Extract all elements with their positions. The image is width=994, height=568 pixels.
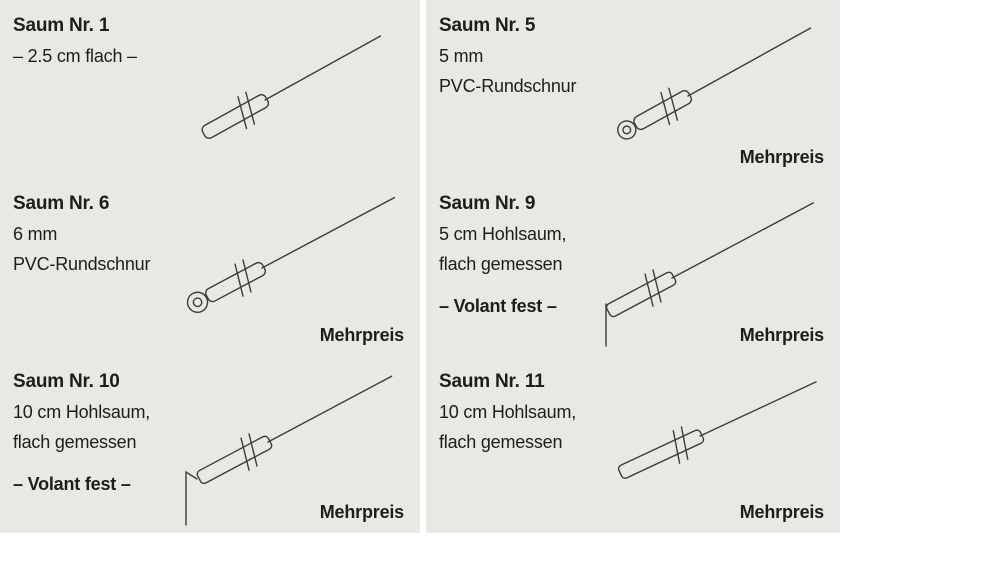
- drawing-hollow-hem: [617, 381, 817, 479]
- mehrpreis-label: Mehrpreis: [739, 502, 824, 522]
- saum-description-line: PVC-Rundschnur: [439, 76, 577, 96]
- mehrpreis-label: Mehrpreis: [319, 325, 404, 345]
- saum-title: Saum Nr. 1: [13, 15, 110, 36]
- mehrpreis-label: Mehrpreis: [319, 502, 404, 522]
- saum-description-line: flach gemessen: [439, 432, 563, 452]
- drawing-hollow-hem-volant: [185, 375, 393, 526]
- saum-description-line: 10 cm Hohlsaum,: [439, 402, 577, 422]
- saum-description-line: flach gemessen: [439, 254, 563, 274]
- saum-description-line: flach gemessen: [13, 432, 137, 452]
- saum-text-block: Saum Nr. 11 10 cm Hohlsaum, flach gemess…: [439, 367, 576, 457]
- mehrpreis-label: Mehrpreis: [739, 325, 824, 345]
- saum-description-line: PVC-Rundschnur: [13, 254, 151, 274]
- drawing-cord-hem: [186, 196, 396, 313]
- saum-description-line: 5 mm: [439, 46, 484, 66]
- saum-text-block: Saum Nr. 1 – 2.5 cm flach –: [13, 11, 137, 71]
- saum-option-11: Saum Nr. 11 10 cm Hohlsaum, flach gemess…: [426, 356, 840, 533]
- volant-fest-label: – Volant fest –: [439, 296, 557, 316]
- saum-text-block: Saum Nr. 10 10 cm Hohlsaum, flach gemess…: [13, 367, 150, 499]
- saum-title: Saum Nr. 10: [13, 371, 120, 392]
- saum-option-9: Saum Nr. 9 5 cm Hohlsaum, flach gemessen…: [426, 178, 840, 356]
- saum-description-line: – 2.5 cm flach –: [13, 46, 137, 66]
- saum-title: Saum Nr. 6: [13, 193, 110, 214]
- volant-fest-label: – Volant fest –: [13, 474, 131, 494]
- saum-description-line: 5 cm Hohlsaum,: [439, 224, 567, 244]
- drawing-cord-hem: [617, 27, 812, 140]
- saum-title: Saum Nr. 9: [439, 193, 536, 214]
- saum-description-line: 10 cm Hohlsaum,: [13, 402, 151, 422]
- saum-text-block: Saum Nr. 5 5 mm PVC-Rundschnur: [439, 11, 576, 101]
- saum-option-10: Saum Nr. 10 10 cm Hohlsaum, flach gemess…: [0, 356, 420, 533]
- mehrpreis-label: Mehrpreis: [739, 147, 824, 167]
- saum-text-block: Saum Nr. 9 5 cm Hohlsaum, flach gemessen…: [439, 189, 566, 321]
- saum-option-5: Saum Nr. 5 5 mm PVC-Rundschnur Mehrpreis: [426, 0, 840, 178]
- saum-title: Saum Nr. 5: [439, 15, 536, 36]
- drawing-hollow-hem-volant: [605, 202, 814, 347]
- saum-description-line: 6 mm: [13, 224, 58, 244]
- saum-title: Saum Nr. 11: [439, 371, 545, 392]
- saum-option-6: Saum Nr. 6 6 mm PVC-Rundschnur Mehrpreis: [0, 178, 420, 356]
- drawing-flat-hem: [201, 35, 382, 139]
- saum-option-1: Saum Nr. 1 – 2.5 cm flach –: [0, 0, 420, 178]
- saum-text-block: Saum Nr. 6 6 mm PVC-Rundschnur: [13, 189, 150, 279]
